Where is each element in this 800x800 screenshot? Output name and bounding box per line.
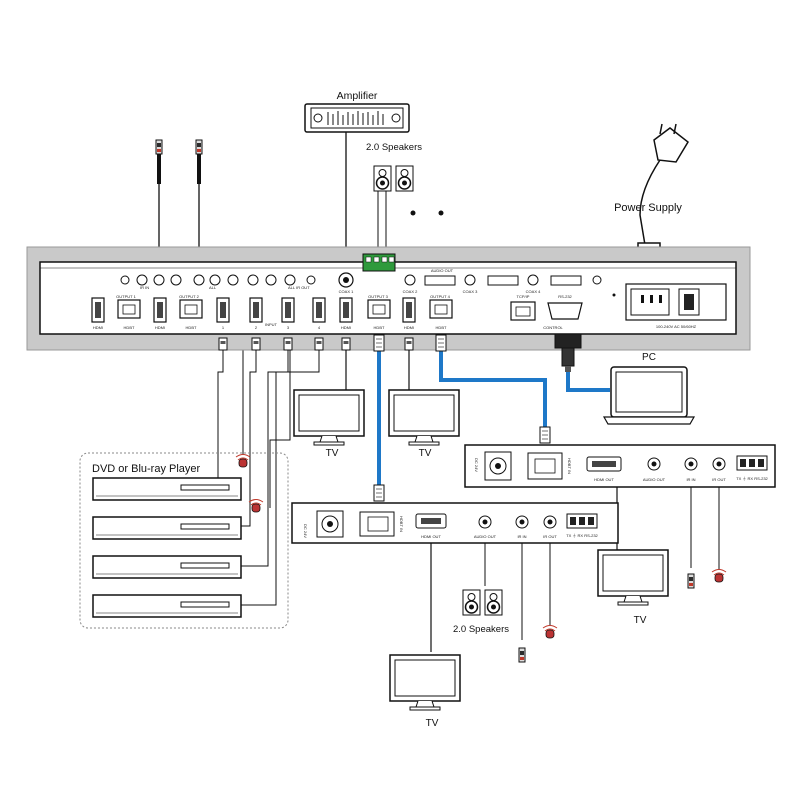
db9-connector bbox=[554, 333, 582, 372]
power-supply-label: Power Supply bbox=[614, 202, 682, 214]
svg-text:HDBT: HDBT bbox=[374, 325, 385, 330]
ir-receiver-rx2 bbox=[711, 569, 727, 583]
dvd-group-label: DVD or Blu-ray Player bbox=[92, 463, 201, 475]
rx1-hdbt-in-label: HDBT IN bbox=[399, 516, 404, 532]
control-label: CONTROL bbox=[543, 325, 563, 330]
output3-label: OUTPUT 3 bbox=[368, 294, 388, 299]
audio-terminal-block bbox=[362, 253, 396, 272]
coax2-jack bbox=[404, 274, 416, 286]
svg-text:HDBT: HDBT bbox=[186, 325, 197, 330]
svg-text:TV: TV bbox=[634, 615, 647, 626]
hdmi-inputs: 1 2 3 4 INPUT bbox=[216, 297, 326, 330]
dvd-group: DVD or Blu-ray Player bbox=[79, 452, 289, 629]
all-label: ALL bbox=[209, 285, 217, 290]
amplifier: Amplifier bbox=[304, 90, 410, 133]
svg-text:TV: TV bbox=[426, 718, 439, 729]
output4-label: OUTPUT 4 bbox=[430, 294, 450, 299]
pc-laptop: PC bbox=[602, 352, 696, 425]
svg-text:TV: TV bbox=[419, 448, 432, 459]
tv-bottom: TV bbox=[389, 654, 461, 729]
tv-left: TV bbox=[293, 389, 365, 459]
rs232-port: RS-232 bbox=[547, 294, 583, 320]
hdmi-out-4: HDMI bbox=[402, 297, 416, 330]
rx1-ir-in-label: IR IN bbox=[517, 534, 526, 539]
rx2-hdbt-in-label: HDBT IN bbox=[567, 458, 572, 474]
svg-text:TV: TV bbox=[326, 448, 339, 459]
hdbt-out-3: HDBT bbox=[367, 299, 391, 330]
svg-text:2: 2 bbox=[255, 325, 258, 330]
coax2-label: COAX 2 bbox=[403, 289, 418, 294]
coax1-label: COAX 1 bbox=[339, 289, 354, 294]
all-ir-out-label: ALL IR OUT bbox=[288, 285, 310, 290]
ir-jacks bbox=[120, 274, 316, 286]
ir-emitter-top-right bbox=[195, 139, 203, 184]
svg-text:4: 4 bbox=[318, 325, 321, 330]
ir-emitter-rx1 bbox=[518, 647, 526, 663]
rx2-hdmi-out-label: HDMI OUT bbox=[594, 477, 614, 482]
hdbt-out-4: HDBT bbox=[429, 299, 453, 330]
rx2-audio-out-label: AUDIO OUT bbox=[643, 477, 666, 482]
ir-receiver-rx1 bbox=[542, 625, 558, 639]
svg-text:HDMI: HDMI bbox=[341, 325, 351, 330]
ac-label: 100-240V AC 50/60HZ bbox=[656, 324, 697, 329]
svg-text:HDMI: HDMI bbox=[404, 325, 414, 330]
coax4-jack bbox=[527, 274, 539, 286]
coax4-label: COAX 4 bbox=[526, 289, 541, 294]
svg-text:HDBT: HDBT bbox=[124, 325, 135, 330]
speakers-bottom-label: 2.0 Speakers bbox=[453, 624, 509, 635]
pc-label: PC bbox=[642, 352, 656, 363]
rx1-hdmi-out-label: HDMI OUT bbox=[421, 534, 441, 539]
output1-label: OUTPUT 1 bbox=[116, 294, 136, 299]
speakers-top-label: 2.0 Speakers bbox=[366, 142, 422, 153]
dot-marker bbox=[438, 210, 444, 216]
svg-text:1: 1 bbox=[222, 325, 225, 330]
hdbt-out-1: HDBT bbox=[117, 299, 141, 330]
ir-in-label: IR IN bbox=[140, 285, 149, 290]
speakers-bottom: 2.0 Speakers bbox=[453, 589, 509, 635]
tv-right: TV bbox=[597, 549, 669, 626]
ir-receiver-dvd-2 bbox=[248, 499, 264, 513]
hdbt-receiver-1: DC 24V HDBT IN HDMI OUT AUDIO OUT IR IN … bbox=[291, 502, 619, 544]
tcp-ip-port: TCP/IP bbox=[510, 294, 536, 321]
rx2-dc-label: DC 24V bbox=[474, 458, 479, 472]
hdmi-out-1: HDMI bbox=[91, 297, 105, 330]
speakers-top: 2.0 Speakers bbox=[366, 142, 422, 192]
svg-text:3: 3 bbox=[287, 325, 290, 330]
power-inlet: 100-240V AC 50/60HZ bbox=[625, 283, 727, 329]
svg-text:HDMI: HDMI bbox=[155, 325, 165, 330]
rx2-rs232-label: TX ⏚ RX RS-232 bbox=[736, 475, 768, 481]
amplifier-label: Amplifier bbox=[337, 90, 378, 102]
svg-text:HDMI: HDMI bbox=[93, 325, 103, 330]
hdbt-out-2: HDBT bbox=[179, 299, 203, 330]
coax3-jack bbox=[464, 274, 476, 286]
ir-emitter-top-left bbox=[155, 139, 163, 184]
output2-label: OUTPUT 2 bbox=[179, 294, 199, 299]
input-label: INPUT bbox=[265, 322, 278, 327]
svg-text:HDBT: HDBT bbox=[436, 325, 447, 330]
rx1-rs232-label: TX ⏚ RX RS-232 bbox=[566, 532, 598, 538]
matrix-switcher: IR IN ALL ALL IR OUT COAX 1 AUDIO OUT CO… bbox=[26, 246, 751, 351]
ir-receiver-dvd-1 bbox=[235, 454, 251, 468]
hdmi-out-3: HDMI bbox=[339, 297, 353, 330]
svg-text:TCP/IP: TCP/IP bbox=[517, 294, 530, 299]
ir-emitter-rx2 bbox=[687, 573, 695, 589]
svg-text:RS-232: RS-232 bbox=[558, 294, 572, 299]
power-plug: Power Supply bbox=[614, 123, 689, 266]
dot-marker bbox=[410, 210, 416, 216]
rx1-ir-out-label: IR OUT bbox=[543, 534, 557, 539]
rx2-ir-out-label: IR OUT bbox=[712, 477, 726, 482]
rx1-dc-label: DC 24V bbox=[303, 524, 308, 538]
rx2-ir-in-label: IR IN bbox=[686, 477, 695, 482]
hdbt-receiver-2: DC 24V HDBT IN HDMI OUT AUDIO OUT IR IN … bbox=[464, 444, 776, 488]
tv-mid: TV bbox=[388, 389, 460, 459]
hdmi-out-2: HDMI bbox=[153, 297, 167, 330]
coax3-label: COAX 3 bbox=[463, 289, 478, 294]
audio-out-label: AUDIO OUT bbox=[431, 268, 454, 273]
rx1-audio-out-label: AUDIO OUT bbox=[474, 534, 497, 539]
